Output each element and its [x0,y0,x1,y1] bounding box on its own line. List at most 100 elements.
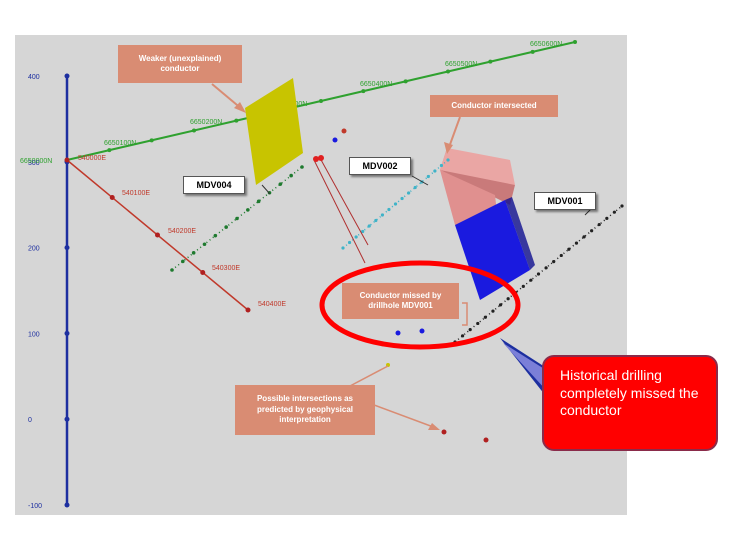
mdv002-sample [446,158,450,162]
easting-label: 540400E [258,301,286,308]
mdv001-sample [597,222,601,227]
mdv002-sample [439,163,444,168]
northing-marker [107,148,112,153]
mdv004-sample [170,268,174,272]
easting-label: 540100E [122,190,150,197]
mdv002-sample [347,240,352,245]
easting-marker [64,157,70,163]
weak-conductor-plate [245,78,303,185]
mdv001-sample [491,309,495,313]
northing-line: 6650600N 6650500N 6650400N 6650300N 6650… [20,40,577,165]
drillhole-mdv001-label: MDV001 [534,192,596,210]
northing-marker [319,99,323,103]
easting-line: 540000E 540100E 540200E 540300E 540400E [64,155,286,313]
mdv001-sample [559,253,563,258]
drillhole-mdv002-trace [341,158,450,250]
northing-marker [361,89,366,94]
drillhole-mdv001-trace [453,204,624,344]
mdv001-sample [468,328,472,332]
mdv004-sample [256,199,261,204]
axis-tick [64,416,70,422]
mdv001-sample [620,204,624,208]
northing-label: 6650500N [445,61,477,68]
axis-tick [64,502,70,508]
mdv002-sample [374,218,378,223]
possible-intersections-annotation: Possible intersections as predicted by g… [235,385,375,435]
easting-marker [109,195,115,200]
mdv004-sample [224,225,228,229]
mdv002-sample [341,246,345,250]
axis-tick [64,73,70,79]
mdv004-sample [191,251,196,255]
mdv001-sample [483,315,487,319]
mdv001-sample [590,229,594,233]
mdv002-sample [407,191,411,195]
mdv001-sample [567,247,571,251]
mdv004-sample [300,165,304,169]
northing-marker [192,128,196,133]
historical-drilling-callout: Historical drilling completely missed th… [542,355,718,451]
easting-marker [245,307,251,313]
mdv002-sample [413,185,417,190]
northing-label: 6650100N [104,140,136,147]
mdv001-sample [498,303,503,307]
axis-tick-label: 300 [28,160,40,167]
mdv001-sample [460,334,465,338]
northing-marker [573,40,577,44]
northing-marker [234,118,239,123]
mdv002-sample [361,229,365,234]
mdv002-sample [433,169,437,173]
northing-label: 6650000N [20,158,52,165]
axis-tick-label: 200 [28,246,40,253]
mdv004-sample [278,182,283,186]
mdv001-sample [536,272,541,276]
mdv001-sample [521,284,525,288]
northing-marker [149,138,154,143]
mdv004-sample [246,208,250,212]
weak-conductor-annotation: Weaker (unexplained) conductor [118,45,242,83]
northing-label: 6650400N [360,81,392,88]
mdv002-sample [354,235,358,239]
mdv004-sample [202,242,207,247]
easting-label: 540000E [78,155,106,162]
mdv002-sample [400,196,404,201]
axis-tick-label: 0 [28,417,32,424]
axis-tick [64,330,70,336]
northing-label: 6650200N [190,119,222,126]
mdv004-sample [235,216,239,221]
conductor-intersected-annotation: Conductor intersected [430,95,558,117]
elevation-axis: 400 300 200 100 0 -100 [28,73,70,510]
mdv002-sample [367,224,371,228]
mdv001-sample [552,260,556,264]
missed-conductor-ellipse [319,260,521,350]
northing-marker [446,69,450,74]
mdv001-sample [582,235,586,239]
axis-tick-label: 100 [28,331,40,338]
axis-tick-label: -100 [28,503,42,510]
easting-label: 540200E [168,228,196,235]
mdv001-sample [529,278,533,282]
mdv002-sample [380,213,384,217]
conductor-missed-annotation: Conductor missed by drillhole MDV001 [342,283,459,319]
axis-tick [64,245,70,251]
mdv002-sample [426,174,430,179]
mdv002-sample [393,202,398,206]
northing-marker [530,49,535,54]
drillhole-mdv002-label: MDV002 [349,157,411,175]
axis-tick-label: 400 [28,74,40,81]
mdv001-sample [544,266,548,270]
easting-label: 540300E [212,265,240,272]
mdv001-sample [605,216,609,220]
northing-marker [403,79,408,84]
mdv001-sample [506,297,510,301]
mdv001-sample [612,210,617,214]
easting-marker [155,232,160,238]
northing-label: 6650600N [530,41,562,48]
mdv002-sample [387,207,391,212]
mdv004-sample [213,233,218,238]
mdv001-sample [574,241,579,245]
callout-pointer [500,338,546,395]
northing-marker [488,59,493,64]
easting-marker [200,270,206,275]
